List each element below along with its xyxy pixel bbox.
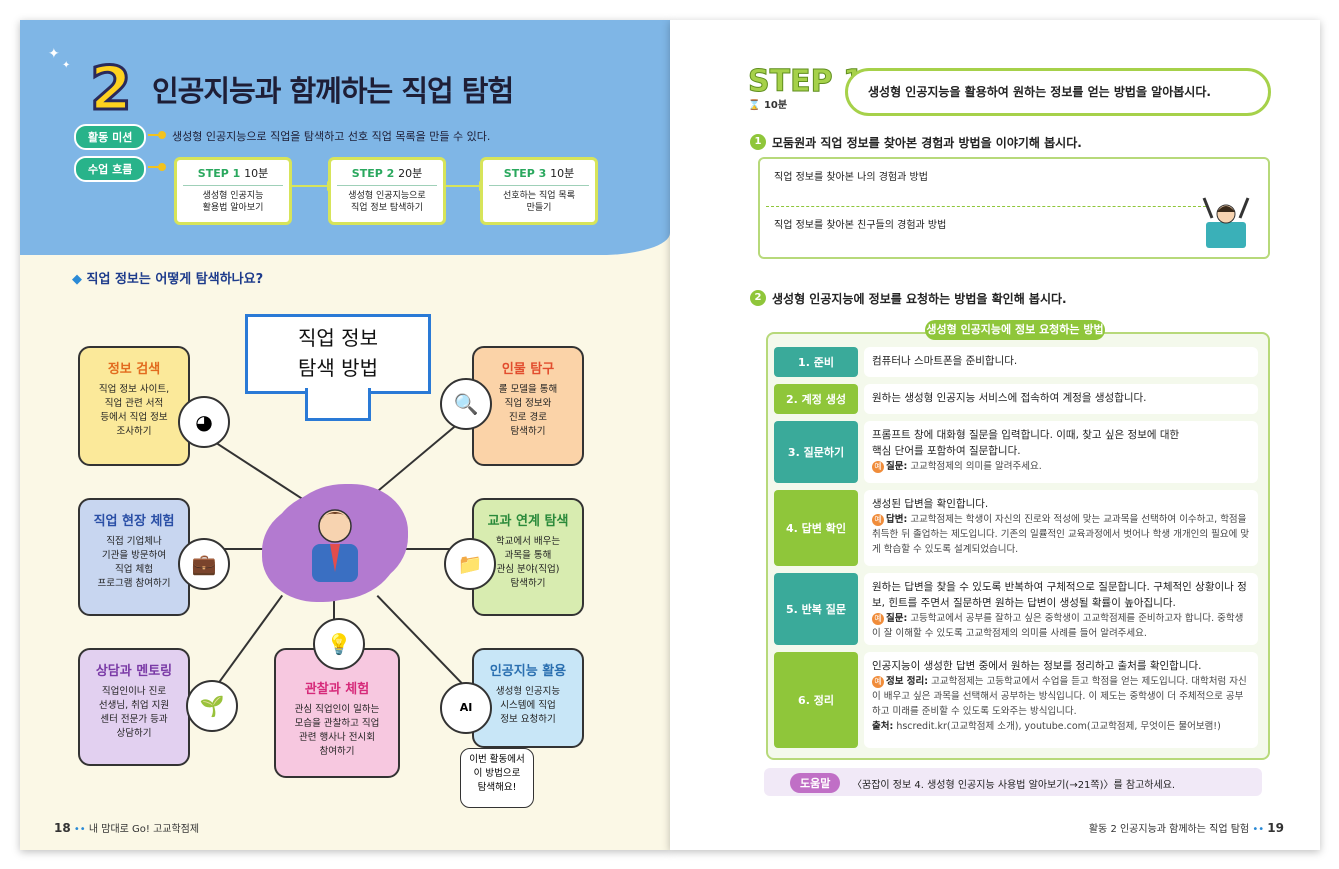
- banner-arrow: [305, 388, 371, 421]
- connector: [148, 166, 160, 168]
- flow-arrow: [446, 181, 486, 191]
- question-text: 모둠원과 직업 정보를 찾아본 경험과 방법을 이야기해 봅시다.: [772, 136, 1082, 150]
- flow-pill: 수업 흐름: [74, 156, 147, 182]
- student-cheer-icon: [1202, 197, 1250, 248]
- table-row: 2. 계정 생성 원하는 생성형 인공지능 서비스에 접속하여 계정을 생성합니…: [774, 384, 1258, 414]
- magnifier-icon: 🔍: [440, 378, 492, 430]
- help-text: 〈꿈잡이 정보 4. 생성형 인공지능 사용법 알아보기(→21쪽)〉를 참고하…: [852, 780, 1176, 791]
- dot: [158, 131, 166, 139]
- panel-title: 생성형 인공지능에 정보 요청하는 방법: [925, 320, 1105, 340]
- flow-arrow: [292, 181, 334, 191]
- question-text: 생성형 인공지능에 정보를 요청하는 방법을 확인해 봅시다.: [772, 292, 1067, 306]
- footer-right: 활동 2 인공지능과 함께하는 직업 탐험 •• 19: [1088, 821, 1284, 835]
- activity-number: 2: [89, 53, 134, 126]
- left-page: ✦ ✦ 2 인공지능과 함께하는 직업 탐험 활동 미션 생성형 인공지능으로 …: [20, 20, 670, 850]
- help-bar: [764, 768, 1262, 796]
- plant-hand-icon: 🌱: [186, 680, 238, 732]
- connector: [148, 134, 160, 136]
- answer-label: 직업 정보를 찾아본 나의 경험과 방법: [774, 172, 928, 183]
- step-title: STEP 1: [748, 64, 865, 100]
- mission-pill: 활동 미션: [74, 124, 147, 150]
- sparkle-icon: ✦: [48, 46, 60, 62]
- table-row: 3. 질문하기 프롬프트 창에 대화형 질문을 입력합니다. 이때, 찾고 싶은…: [774, 421, 1258, 483]
- lightbulb-head-icon: 💡: [313, 618, 365, 670]
- divider: [766, 206, 1206, 207]
- center-banner: 직업 정보 탐색 방법: [245, 314, 431, 394]
- step-goal: 생성형 인공지능을 활용하여 원하는 정보를 얻는 방법을 알아봅시다.: [868, 85, 1211, 99]
- question-number: 1: [750, 134, 766, 150]
- question-number: 2: [750, 290, 766, 306]
- folder-icon: 📁: [444, 538, 496, 590]
- mission-text: 생성형 인공지능으로 직업을 탐색하고 선호 직업 목록을 만들 수 있다.: [172, 130, 491, 143]
- pie-chart-icon: ◕: [178, 396, 230, 448]
- answer-label: 직업 정보를 찾아본 친구들의 경험과 방법: [774, 220, 947, 231]
- dot: [158, 163, 166, 171]
- section-question: ◆ 직업 정보는 어떻게 탐색하나요?: [72, 272, 264, 287]
- answer-box: [758, 157, 1270, 259]
- step-time: ⌛ 10분: [748, 100, 788, 111]
- right-page: STEP 1 ⌛ 10분 생성형 인공지능을 활용하여 원하는 정보를 얻는 방…: [670, 20, 1320, 850]
- briefcase-icon: 💼: [178, 538, 230, 590]
- sparkle-icon: ✦: [62, 60, 71, 71]
- connector-line: [190, 548, 290, 550]
- step-bubble: [845, 68, 1271, 116]
- table-row: 6. 정리 인공지능이 생성한 답변 중에서 원하는 정보를 정리하고 출처를 …: [774, 652, 1258, 748]
- ai-chip-icon: AI: [440, 682, 492, 734]
- page-title: 인공지능과 함께하는 직업 탐험: [152, 74, 514, 108]
- person-icon: [312, 509, 358, 582]
- table-row: 5. 반복 질문 원하는 답변을 찾을 수 있도록 반복하여 구체적으로 질문합…: [774, 573, 1258, 645]
- footer-left: 18 •• 내 맘대로 Go! 고교학점제: [54, 821, 200, 835]
- connector-line: [385, 548, 485, 550]
- help-tag: 도움말: [790, 773, 841, 793]
- table-row: 1. 준비 컴퓨터나 스마트폰을 준비합니다.: [774, 347, 1258, 377]
